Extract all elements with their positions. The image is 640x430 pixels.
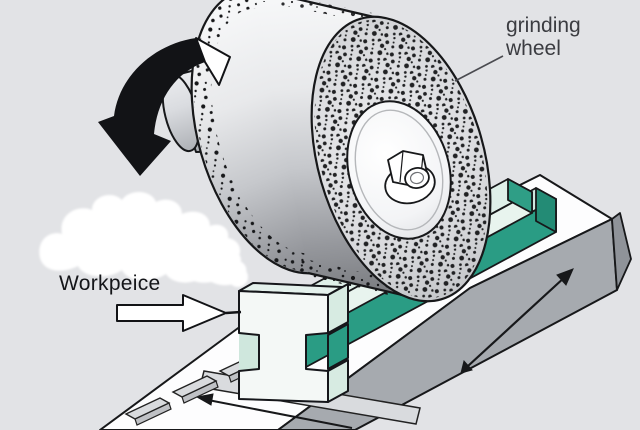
- grinding-wheel-label: grinding wheel: [506, 14, 581, 61]
- table-traverse-arrow-icon: [195, 393, 353, 429]
- grinding-wheel: [190, 0, 492, 305]
- table-reciprocation-arrow-icon: [460, 268, 574, 374]
- chuck-lower-end: [535, 187, 557, 233]
- workpiece: [238, 282, 349, 403]
- chuck-upper-end: [507, 178, 533, 214]
- workpiece-label: Workpeice: [59, 272, 161, 295]
- rotation-arrow-icon: [98, 37, 231, 176]
- table-end: [611, 212, 632, 291]
- spindle-nut: [384, 150, 436, 205]
- workpiece-pointer-arrow-icon: [116, 294, 242, 332]
- sparks-cloud-icon: [39, 191, 248, 287]
- hub-ring: [354, 109, 444, 231]
- workpiece-front: [238, 290, 329, 403]
- workpiece-web-recess: [327, 323, 349, 370]
- rotation-arrow-tail: [195, 37, 231, 86]
- label-leader-line: [454, 55, 504, 82]
- workpiece-notch: [239, 333, 259, 371]
